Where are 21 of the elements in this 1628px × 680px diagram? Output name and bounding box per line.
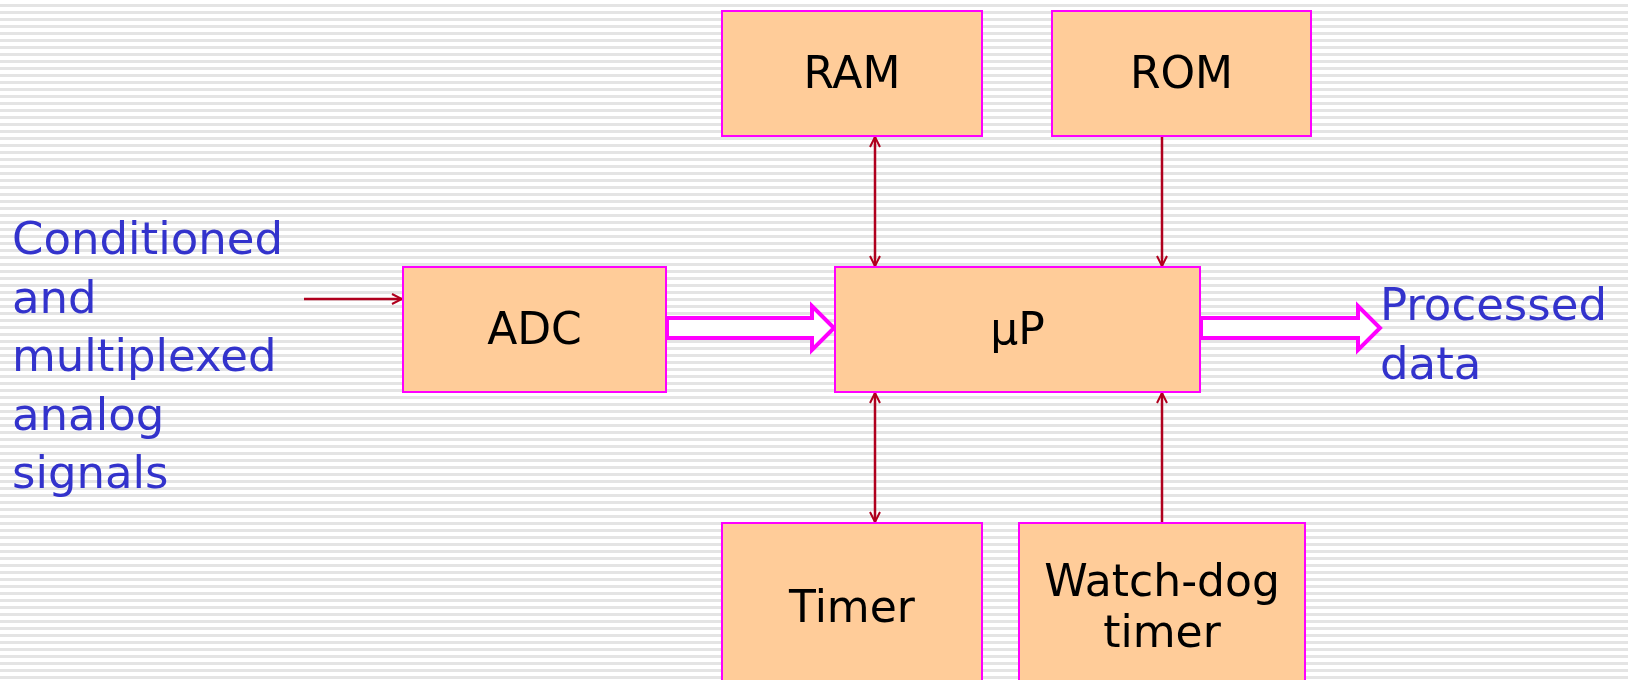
block-label: Timer xyxy=(789,581,915,633)
signal-label: Processed data xyxy=(1380,277,1608,392)
block-label: ROM xyxy=(1129,48,1234,99)
block-arrow xyxy=(665,301,837,355)
block-box xyxy=(721,522,983,680)
block-box xyxy=(1051,10,1312,137)
block-label: ADC xyxy=(487,304,582,355)
arrow xyxy=(869,136,881,267)
arrow xyxy=(304,293,403,305)
block-arrow xyxy=(1199,301,1383,355)
block-label: Watch-dog timer xyxy=(1043,556,1281,658)
arrow xyxy=(869,392,881,523)
block-box xyxy=(402,266,667,393)
block-box xyxy=(834,266,1201,393)
arrow xyxy=(1156,392,1168,522)
block-label: RAM xyxy=(803,48,901,99)
signal-label: Conditioned and multiplexed analog signals xyxy=(12,211,284,501)
block-box xyxy=(721,10,983,137)
block-label: μP xyxy=(990,304,1045,355)
arrow xyxy=(1156,137,1168,267)
block-box xyxy=(1018,522,1306,680)
